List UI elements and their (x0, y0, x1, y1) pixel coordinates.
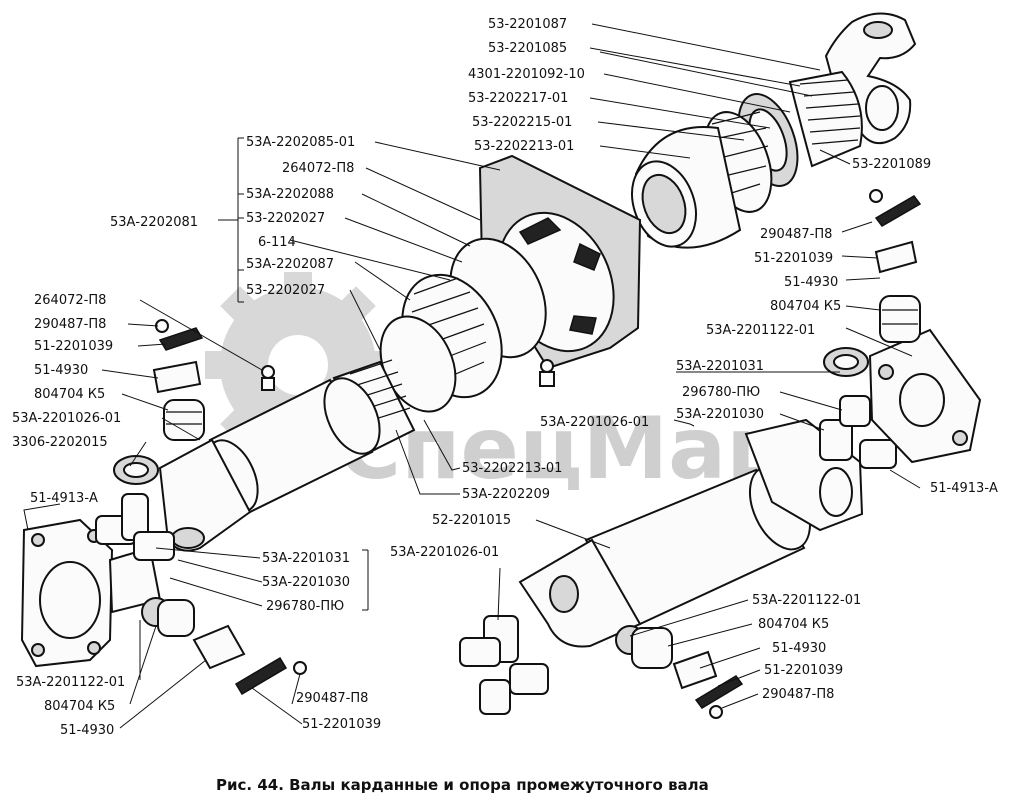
label-top-53-2202215-01: 53-2202215-01 (472, 115, 572, 130)
support-cup (631, 126, 742, 249)
label-br-53a-2201122-01: 53А-2201122-01 (752, 593, 861, 608)
label-b-51-2201039: 51-2201039 (302, 717, 381, 732)
label-sup-264072-p8: 264072-П8 (282, 161, 354, 176)
label-r-290487-p8: 290487-П8 (760, 227, 832, 242)
ball-bearing-ribs (411, 277, 487, 385)
label-top-4301-2201092-10: 4301-2201092-10 (468, 67, 585, 82)
seal-ring-2-ribs (709, 111, 769, 197)
bolt-right-top (869, 189, 883, 203)
spider-cross-left (95, 493, 175, 561)
label-b-51-4930: 51-4930 (60, 723, 114, 738)
label-l-804704-k5: 804704 К5 (34, 387, 105, 402)
parts-artwork (20, 12, 982, 719)
label-br-51-2201039: 51-2201039 (764, 663, 843, 678)
figure-caption: Рис. 44. Валы карданные и опора промежут… (216, 776, 709, 794)
label-top-53-2201089: 53-2201089 (852, 157, 931, 172)
bolt-right-bottom (709, 705, 723, 719)
label-c-52-2201015: 52-2201015 (432, 513, 511, 528)
lock-washer-left-top (158, 327, 204, 351)
lock-plate-right-top (874, 240, 918, 274)
label-top-53-2202213-01: 53-2202213-01 (474, 139, 574, 154)
label-r-296780-pyu: 296780-ПЮ (682, 385, 760, 400)
label-top-53-2202217-01: 53-2202217-01 (468, 91, 568, 106)
label-c-53a-2202209: 53А-2202209 (462, 487, 550, 502)
bearing-cap-left-bottom (141, 597, 195, 637)
lock-plate-left-top (152, 360, 202, 394)
label-sup-6-114: 6-114 (258, 235, 296, 250)
label-c-53a-2201030: 53А-2201030 (262, 575, 350, 590)
label-c-296780-pyu: 296780-ПЮ (266, 599, 344, 614)
label-br-51-4930: 51-4930 (772, 641, 826, 656)
label-top-53-2201085: 53-2201085 (488, 41, 567, 56)
bearing-cap-right-bottom (615, 625, 673, 669)
label-l-3306-2202015: 3306-2202015 (12, 435, 108, 450)
lock-washer-left-bottom (234, 656, 288, 696)
label-r-53a-2201030: 53А-2201030 (676, 407, 764, 422)
bearing-cap-right-top (879, 295, 921, 343)
label-l-51-2201039: 51-2201039 (34, 339, 113, 354)
label-b-53a-2201122-01: 53А-2201122-01 (16, 675, 125, 690)
label-l-51-4913-a: 51-4913-А (30, 491, 98, 506)
lock-washer-right-top (874, 195, 922, 227)
label-c-53a-2201026-01: 53А-2201026-01 (390, 545, 499, 560)
label-l-53a-2201026-01: 53А-2201026-01 (12, 411, 121, 426)
label-l-290487-p8: 290487-П8 (34, 317, 106, 332)
label-r-804704-k5: 804704 К5 (770, 299, 841, 314)
label-b-804704-k5: 804704 К5 (44, 699, 115, 714)
leader-lines (23, 23, 921, 729)
label-sup-53-2202027-b: 53-2202027 (246, 283, 325, 298)
label-sup-53a-2202088: 53А-2202088 (246, 187, 334, 202)
part-labels: 53-2201087 53-2201085 4301-2201092-10 53… (12, 17, 998, 738)
label-sup-53a-2202087: 53А-2202087 (246, 257, 334, 272)
label-r-51-2201039: 51-2201039 (754, 251, 833, 266)
label-sup-53a-2202081: 53А-2202081 (110, 215, 198, 230)
label-r-53a-2201026-01: 53А-2201026-01 (540, 415, 649, 430)
lock-plate-right-bottom (672, 650, 718, 690)
flange-yoke-right (868, 328, 982, 464)
needle-bearing-cup-right-inner (833, 354, 859, 370)
label-br-290487-p8: 290487-П8 (762, 687, 834, 702)
label-r-51-4930: 51-4930 (784, 275, 838, 290)
lock-plate-left-bottom (192, 624, 246, 670)
label-r-53a-2201031: 53А-2201031 (676, 359, 764, 374)
bolt-left-bottom (293, 661, 307, 675)
spider-cross-center (459, 615, 549, 715)
label-br-804704-k5: 804704 К5 (758, 617, 829, 632)
grease-nipple-left (261, 365, 275, 391)
label-sup-53a-2202085-01: 53А-2202085-01 (246, 135, 355, 150)
spline-hub-ribs (349, 359, 411, 423)
label-c-53a-2201031: 53А-2201031 (262, 551, 350, 566)
needle-bearing-cup-left-inner (123, 462, 149, 478)
label-sup-53-2202027-a: 53-2202027 (246, 211, 325, 226)
label-r-53a-2201122-01: 53А-2201122-01 (706, 323, 815, 338)
label-c-53-2202213-01: 53-2202213-01 (462, 461, 562, 476)
label-l-51-4930: 51-4930 (34, 363, 88, 378)
grease-nipple-center (539, 359, 555, 387)
bearing-cap-left-top (163, 399, 205, 441)
label-top-53-2201087: 53-2201087 (488, 17, 567, 32)
label-l-264072-p8: 264072-П8 (34, 293, 106, 308)
spider-cross-right (819, 395, 897, 469)
label-r-51-4913-a: 51-4913-А (930, 481, 998, 496)
label-b-290487-p8: 290487-П8 (296, 691, 368, 706)
intermediate-shaft (158, 377, 381, 552)
